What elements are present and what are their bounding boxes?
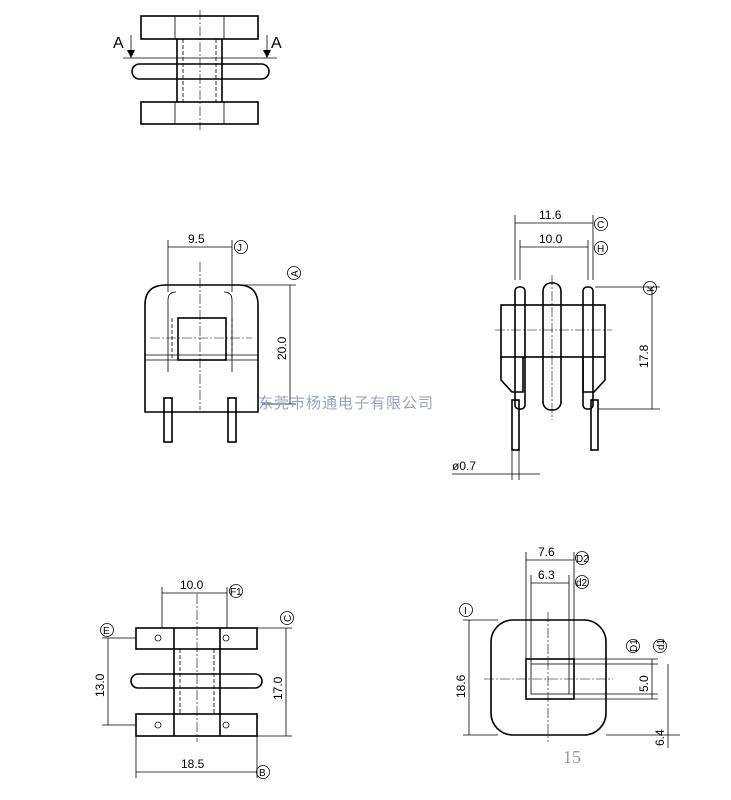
dim-right-front: 17.0 (271, 676, 285, 700)
ref-d1-lower: d1 (656, 638, 667, 650)
ref-c-front: C (283, 615, 294, 622)
top-view: 9.5 J 20.0 A (144, 232, 301, 443)
dim-width-top: 9.5 (188, 232, 205, 246)
ref-j: J (237, 243, 242, 254)
ref-b: B (259, 768, 266, 779)
dim-window-bottom: 5.0 (637, 675, 651, 692)
bottom-view: 7.6 D2 6.3 d2 18.6 I 5.0 D1 d1 6.4 (454, 545, 680, 748)
ref-d2-lower: d2 (576, 578, 588, 589)
dim-height-side: 17.8 (637, 344, 651, 368)
company-watermark: 东莞市杨通电子有限公司 (258, 394, 434, 412)
ref-i: I (464, 606, 467, 617)
section-view: A A (113, 10, 282, 130)
dim-height-top: 20.0 (275, 336, 289, 360)
ref-a: A (290, 270, 301, 277)
side-view: 11.6 C 10.0 H 17.8 K ø0.7 (452, 208, 660, 480)
dim-base-bottom: 6.4 (653, 729, 667, 746)
dim-inner-bottom: 6.3 (538, 568, 555, 582)
ref-f1: F1 (230, 587, 242, 598)
dim-outer-bottom: 7.6 (538, 545, 555, 559)
ref-e: E (103, 626, 110, 637)
dim-top-front: 10.0 (180, 578, 204, 592)
ref-k: K (646, 285, 657, 292)
section-marker-left: A (113, 35, 124, 52)
ref-d2-upper: D2 (576, 554, 589, 565)
dim-outer-side: 11.6 (539, 208, 562, 222)
ref-c-side: C (597, 220, 604, 231)
dim-inner-side: 10.0 (539, 232, 563, 246)
dim-pin: ø0.7 (452, 459, 476, 473)
dim-height-bottom: 18.6 (454, 674, 468, 698)
dim-bottom-front: 18.5 (181, 757, 205, 771)
ref-h: H (597, 244, 604, 255)
ref-d1-upper: D1 (629, 639, 640, 652)
front-view: 10.0 F1 13.0 E 17.0 C 18.5 B (93, 578, 294, 779)
dim-left-front: 13.0 (93, 673, 107, 697)
section-marker-right: A (271, 35, 282, 52)
page-number: 15 (563, 747, 581, 767)
